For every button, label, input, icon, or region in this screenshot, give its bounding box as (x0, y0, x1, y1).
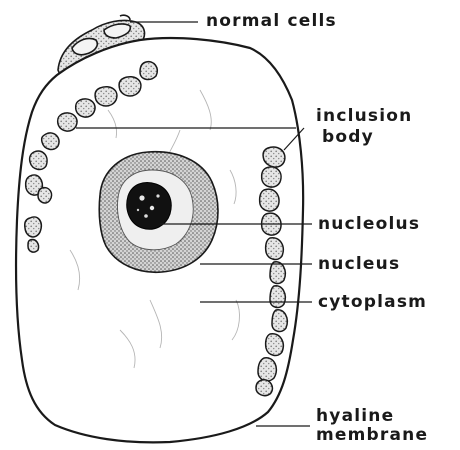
label-hyaline: hyaline (316, 407, 394, 426)
label-body: body (322, 128, 374, 147)
nucleolus (127, 183, 171, 230)
label-cytoplasm: cytoplasm (318, 293, 427, 312)
label-nucleus: nucleus (318, 255, 400, 274)
label-nucleolus: nucleolus (318, 215, 420, 234)
label-membrane: membrane (316, 426, 428, 445)
label-normal-cells: normal cells (206, 12, 337, 31)
label-inclusion: inclusion (316, 107, 412, 126)
